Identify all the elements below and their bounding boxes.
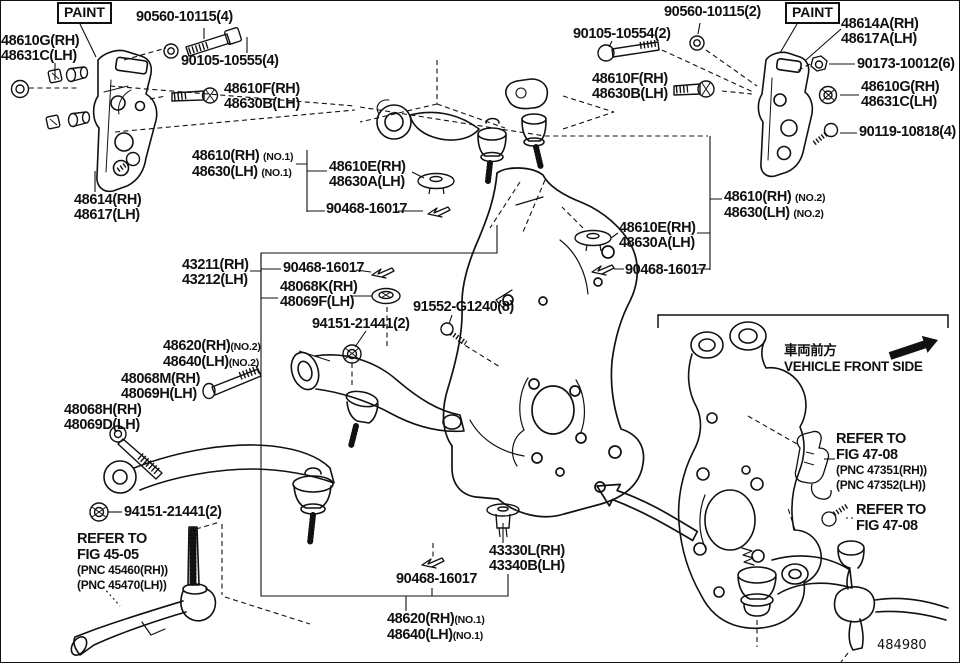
label-90560-10115-4: 90560-10115(4) [136, 9, 233, 25]
leader-lines-dashed [29, 47, 849, 663]
label-48610f-right: 48610F(RH) 48630B(LH) [592, 71, 668, 102]
tie-rod-end-drawing [70, 526, 217, 656]
vehicle-front-arrow [888, 335, 938, 360]
knuckle-bracket-left-drawing [92, 49, 158, 193]
bolt-43330-drawing [486, 503, 520, 538]
washer-48610e-right-drawing [574, 229, 612, 252]
label-48610g-right: 48610G(RH) 48631C(LH) [861, 79, 940, 110]
washer-48610e-left-drawing [417, 172, 455, 195]
upper-control-arm-drawing [376, 78, 549, 184]
label-90468-c: 90468-16017 [625, 262, 707, 278]
label-90119: 90119-10818(4) [859, 124, 956, 140]
label-90105-10555: 90105-10555(4) [181, 53, 279, 69]
label-94151-b: 94151-21441(2) [124, 504, 222, 520]
clip-90468-drawings [371, 206, 615, 569]
label-90468-b: 90468-16017 [283, 260, 365, 276]
label-48620-no1: 48620(RH)(NO.1) 48640(LH)(NO.1) [387, 611, 485, 643]
label-vehicle-front-side: 車両前方 VEHICLE FRONT SIDE [784, 343, 923, 375]
label-48610f-left: 48610F(RH) 48630B(LH) [224, 81, 300, 112]
label-90468-d: 90468-16017 [396, 571, 478, 587]
label-48614: 48614(RH) 48617(LH) [74, 192, 142, 223]
label-48614a: 48614A(RH) 48617A(LH) [841, 16, 919, 47]
leader-lines-dotted [102, 517, 855, 607]
label-90105-10554: 90105-10554(2) [573, 26, 671, 42]
steering-knuckle-drawing [442, 167, 645, 518]
vehicle-front-jp: 車両前方 [784, 343, 837, 359]
rear-lower-arm-drawing [290, 351, 465, 449]
abs-sensor-bracket-drawing [794, 430, 849, 527]
paint-callout-right: PAINT [785, 2, 840, 24]
label-48610e-left: 48610E(RH) 48630A(LH) [329, 159, 406, 190]
bolt-48068h-drawing [109, 425, 163, 480]
label-48610g-left: 48610G(RH) 48631C(LH) [1, 33, 80, 64]
small-hardware-mid-drawings [89, 287, 468, 522]
inset-border [657, 314, 949, 328]
label-91552: 91552-G1240(8) [413, 299, 514, 315]
leader-lines-solid [54, 22, 859, 611]
label-48068h: 48068H(RH) 48069D(LH) [64, 402, 142, 433]
label-refer-fig47-08-b: REFER TO FIG 47-08 [856, 502, 926, 534]
label-90560-10115-2: 90560-10115(2) [664, 4, 761, 20]
hardware-right-top-drawings [597, 35, 839, 146]
label-refer-fig45-05: REFER TO FIG 45-05 (PNC 45460(RH)) (PNC … [77, 531, 168, 592]
label-48068m: 48068M(RH) 48069H(LH) [121, 371, 200, 402]
label-43330l: 43330L(RH) 43340B(LH) [489, 543, 565, 574]
label-90173: 90173-10012(6) [857, 56, 955, 72]
label-90468-a: 90468-16017 [326, 201, 408, 217]
label-refer-fig47-08-a: REFER TO FIG 47-08 (PNC 47351(RH)) (PNC … [836, 431, 927, 492]
knuckle-bracket-right-drawing [757, 51, 814, 178]
label-48068k: 48068K(RH) 48069F(LH) [280, 279, 358, 310]
label-94151-a: 94151-21441(2) [312, 316, 410, 332]
label-48610e-right: 48610E(RH) 48630A(LH) [619, 220, 696, 251]
paint-callout-left: PAINT [57, 2, 112, 24]
label-48610-no1: 48610(RH) (NO.1) 48630(LH) (NO.1) [192, 148, 294, 180]
clip-drawings-left [10, 66, 141, 173]
pointer-arrow-outline [596, 483, 699, 542]
bolt-48610f-left-drawing [171, 87, 219, 104]
figure-code: 484980 [877, 638, 927, 653]
label-48620-no2: 48620(RH)(NO.2) 48640(LH)(NO.2) [163, 338, 261, 370]
label-48610-no2: 48610(RH) (NO.2) 48630(LH) (NO.2) [724, 189, 826, 221]
bolt-48068m-drawing [202, 365, 262, 400]
front-lower-arm-drawing [103, 444, 335, 546]
vehicle-front-en: VEHICLE FRONT SIDE [784, 359, 923, 374]
label-43211: 43211(RH) 43212(LH) [182, 257, 249, 288]
inset-tie-rod-drawing [833, 540, 949, 651]
bolt-90105-10555-drawing [163, 26, 243, 59]
